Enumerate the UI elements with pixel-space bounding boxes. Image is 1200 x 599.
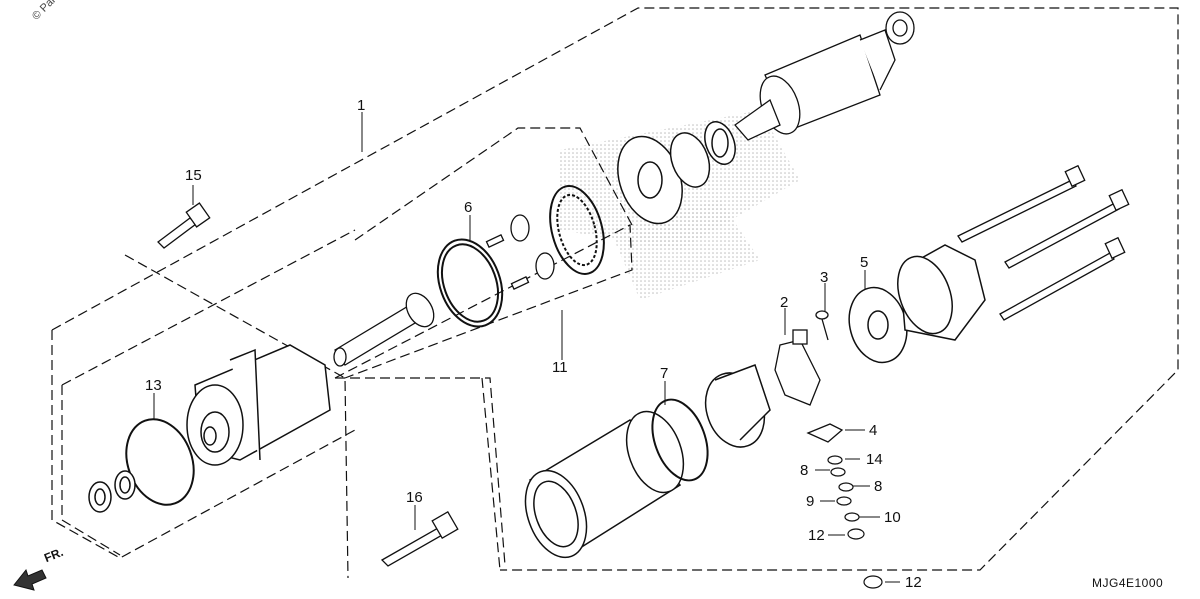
part-label-3[interactable]: 3 (820, 269, 829, 286)
o-ring-7 (651, 398, 709, 482)
diagram-code: MJG4E1000 (1092, 576, 1164, 590)
pinion-shaft (333, 292, 435, 367)
part-label-15[interactable]: 15 (185, 167, 202, 184)
internal-gear (549, 185, 605, 275)
plate-washers (617, 121, 736, 225)
part-label-4[interactable]: 4 (869, 422, 878, 439)
terminal-4 (806, 423, 844, 443)
bolt-16 (380, 510, 459, 567)
part-label-13[interactable]: 13 (145, 377, 162, 394)
part-label-12a[interactable]: 12 (808, 527, 825, 544)
part-label-2[interactable]: 2 (780, 294, 789, 311)
part-label-6[interactable]: 6 (464, 199, 473, 216)
washers-front (88, 470, 136, 513)
rear-cover (897, 244, 986, 341)
part-label-5[interactable]: 5 (860, 254, 869, 271)
part-label-11[interactable]: 11 (552, 359, 568, 376)
part-label-7[interactable]: 7 (660, 365, 669, 382)
brush-plate-5 (848, 286, 908, 364)
front-direction-arrow (13, 568, 47, 591)
motor-yoke (524, 410, 685, 559)
screw-3 (815, 310, 829, 341)
part-label-14[interactable]: 14 (866, 451, 883, 468)
part-label-8a[interactable]: 8 (800, 462, 809, 479)
armature (734, 11, 915, 141)
ring-gear-6 (436, 238, 504, 328)
part-label-9[interactable]: 9 (806, 493, 815, 510)
bolt-15 (157, 202, 211, 249)
part-label-8b[interactable]: 8 (874, 478, 883, 495)
brush-holder-2 (774, 329, 821, 406)
long-bolts (957, 164, 1130, 321)
part-label-16[interactable]: 16 (406, 489, 423, 506)
small-washers (827, 455, 883, 589)
part-label-12b[interactable]: 12 (905, 574, 922, 591)
brush-insulator (704, 364, 771, 448)
part-label-1[interactable]: 1 (357, 97, 366, 114)
part-label-10[interactable]: 10 (884, 509, 901, 526)
planetary-gears (485, 214, 555, 290)
leader-lines (153, 112, 900, 583)
front-cover (186, 344, 331, 466)
